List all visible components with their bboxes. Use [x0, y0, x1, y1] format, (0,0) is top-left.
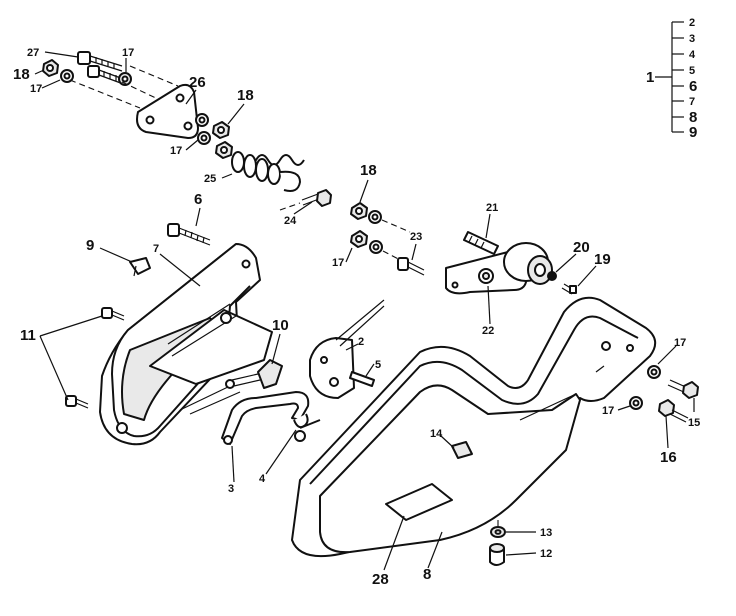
lever-3 — [221, 391, 310, 445]
callout-18: 18 — [237, 87, 254, 104]
washer-17 — [195, 113, 209, 127]
callout-25: 25 — [204, 173, 216, 185]
washer-17 — [197, 131, 211, 145]
callout-4: 4 — [259, 473, 266, 485]
callout-10: 10 — [272, 317, 289, 334]
callout-17: 17 — [602, 405, 614, 417]
spring-4 — [293, 413, 321, 442]
legend-item-label: 8 — [689, 109, 697, 126]
legend-ticks — [672, 21, 684, 133]
callout-19: 19 — [594, 251, 611, 268]
bolt-27b — [87, 65, 127, 86]
bolt-16 — [658, 399, 689, 423]
callout-28: 28 — [372, 571, 389, 588]
pin-5 — [349, 371, 375, 387]
pulley-20 — [503, 242, 553, 285]
callout-15: 15 — [688, 417, 700, 429]
legend-item-label: 5 — [689, 65, 695, 77]
bolt-11 — [101, 307, 125, 321]
nut-18 — [350, 202, 368, 220]
nut-18 — [42, 59, 59, 77]
washer-17 — [368, 210, 382, 224]
callout-16: 16 — [660, 449, 677, 466]
callout-14: 14 — [430, 428, 443, 440]
callouts: 27 17 18 17 26 18 17 25 24 18 17 23 21 2… — [13, 47, 700, 588]
callout-24: 24 — [284, 215, 297, 227]
callout-23: 23 — [410, 231, 422, 243]
callout-5: 5 — [375, 359, 381, 371]
guard-frame-7 — [99, 243, 273, 446]
washer-17 — [369, 240, 383, 254]
spring-25 — [221, 151, 305, 192]
callout-2: 2 — [358, 336, 364, 348]
nut-18 — [350, 230, 368, 248]
callout-11: 11 — [20, 327, 36, 344]
bolt-27 — [77, 51, 123, 72]
bolt-21 — [463, 231, 499, 255]
callout-17: 17 — [170, 145, 182, 157]
belt-cover-8 — [291, 296, 657, 558]
washer-17 — [60, 69, 74, 83]
leader-lines — [34, 51, 695, 571]
legend-item-label: 7 — [689, 96, 695, 108]
idler-bracket-26 — [136, 83, 199, 139]
cam-2 — [309, 299, 385, 399]
washer-13 — [490, 526, 506, 538]
legend-item-label: 3 — [689, 33, 695, 45]
nut-18 — [215, 141, 233, 159]
callout-20: 20 — [573, 239, 590, 256]
callout-3: 3 — [228, 483, 234, 495]
legend-item-label: 6 — [689, 78, 697, 95]
callout-8: 8 — [423, 566, 431, 583]
washer-17 — [647, 365, 661, 379]
legend-item-label: 4 — [689, 49, 696, 61]
nut-18 — [212, 121, 230, 139]
washer-17 — [629, 396, 643, 410]
callout-18: 18 — [13, 66, 30, 83]
bolt-23 — [397, 257, 425, 276]
callout-17: 17 — [332, 257, 344, 269]
nut-12 — [489, 543, 505, 566]
idler-bracket-group — [42, 51, 233, 159]
bolt-15 — [667, 379, 699, 399]
callout-26: 26 — [189, 74, 206, 91]
bolt-11 — [65, 395, 89, 409]
callout-18: 18 — [360, 162, 377, 179]
legend-item-label: 2 — [689, 17, 695, 29]
callout-9: 9 — [86, 237, 94, 254]
callout-17: 17 — [674, 337, 686, 349]
clip-9 — [129, 257, 151, 277]
block-10 — [225, 359, 283, 389]
label-plate-28 — [385, 483, 453, 521]
callout-13: 13 — [540, 527, 552, 539]
callout-22: 22 — [482, 325, 494, 337]
kit-legend: 1 2 3 4 5 6 7 8 9 — [646, 17, 697, 141]
legend-assembly-label: 1 — [646, 69, 654, 86]
callout-21: 21 — [486, 202, 498, 214]
bolt-6 — [167, 223, 211, 246]
callout-7: 7 — [153, 243, 159, 255]
callout-12: 12 — [540, 548, 552, 560]
callout-17: 17 — [30, 83, 42, 95]
screw-19 — [561, 283, 577, 295]
legend-item-label: 9 — [689, 124, 697, 141]
callout-27: 27 — [27, 47, 39, 59]
callout-17: 17 — [122, 47, 134, 59]
nut-20 — [547, 271, 557, 281]
clip-14 — [451, 441, 473, 459]
callout-6: 6 — [194, 191, 202, 208]
